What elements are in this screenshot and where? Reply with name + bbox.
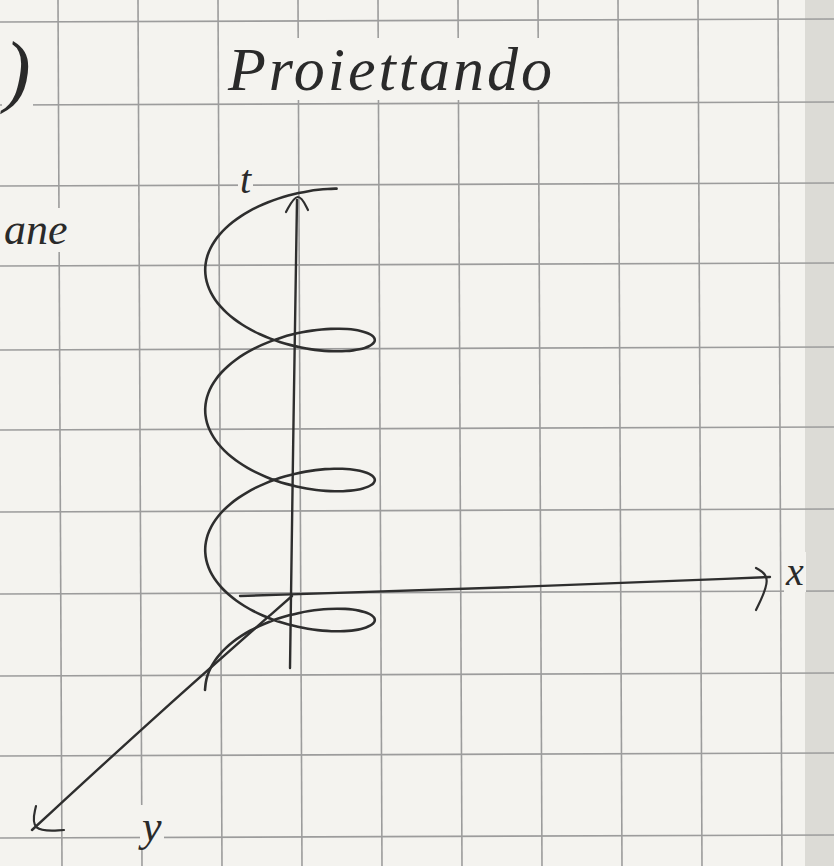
axis-label: t [238, 160, 253, 200]
axis-label: x [784, 552, 806, 592]
x-axis [240, 577, 770, 596]
grid-line [0, 835, 834, 838]
grid-line [298, 0, 302, 866]
grid-line [58, 0, 62, 866]
grid-line [0, 347, 834, 350]
arrow-head [34, 806, 64, 831]
grid-line [218, 0, 222, 866]
axis-label: y [140, 805, 164, 849]
helix-curve [205, 189, 375, 690]
grid-line [0, 19, 834, 22]
grid-line [0, 509, 834, 512]
grid-line [458, 0, 462, 866]
grid-line [138, 0, 142, 866]
grid-line [0, 427, 834, 430]
grid-line [618, 0, 622, 866]
grid-line [0, 673, 834, 676]
axis-label: ) [2, 30, 33, 110]
grid-line [698, 0, 702, 866]
grid-line [778, 0, 782, 866]
arrow-head [286, 197, 308, 212]
axis-label: ane [2, 208, 70, 252]
grid-line [538, 0, 542, 866]
grid-line [378, 0, 382, 866]
grid-line [0, 183, 834, 186]
paper-edge [805, 0, 834, 866]
grid-line [0, 263, 834, 266]
y-axis [32, 596, 292, 830]
grid-line [0, 753, 834, 756]
arrow-head [756, 568, 767, 610]
sketch-title: Proiettando [226, 38, 557, 100]
grid-line [0, 102, 834, 105]
